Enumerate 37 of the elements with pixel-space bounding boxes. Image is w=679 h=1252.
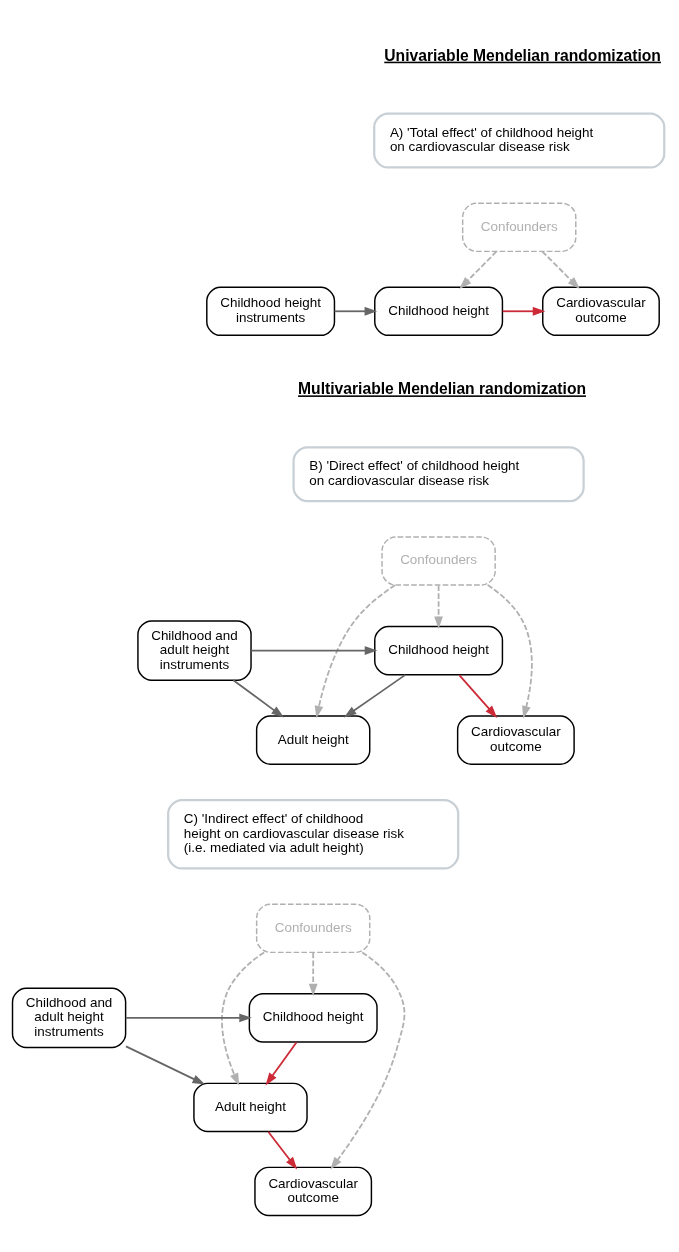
arrow — [458, 673, 498, 718]
arrow — [330, 951, 406, 1169]
arrow — [232, 678, 284, 717]
node-box: Childhood height — [248, 992, 378, 1043]
node-box: Childhood height — [374, 285, 504, 336]
arrow — [434, 584, 443, 629]
arrow — [314, 583, 396, 718]
node-box: Cardiovascular outcome — [456, 714, 575, 765]
arrow — [459, 250, 498, 289]
arrow — [125, 1045, 206, 1084]
arrow — [124, 1012, 252, 1022]
node-box: Confounders — [255, 903, 371, 953]
arrow — [221, 951, 266, 1086]
arrow — [541, 250, 580, 289]
node-box: Childhood height — [374, 625, 504, 675]
arrow — [265, 1041, 298, 1085]
node-box: Confounders — [381, 535, 496, 586]
node-box: A) 'Total effect' of childhood height on cardiovascular disease risk — [373, 112, 666, 168]
arrow — [308, 951, 318, 996]
arrow — [250, 645, 378, 655]
node-box: C) 'Indirect effect' of childhood height on cardiovascular disease risk (i.e. mediated via adult height) — [167, 798, 460, 869]
label: Multivariable Mendelian randomization — [298, 379, 587, 397]
arrow — [486, 583, 533, 718]
node-box: Cardiovascular outcome — [542, 285, 660, 336]
node-box: Confounders — [461, 202, 577, 252]
node-box: Childhood and adult height instruments — [137, 619, 252, 681]
node-box: Cardiovascular outcome — [254, 1166, 373, 1216]
arrow — [267, 1130, 298, 1169]
node-box: B) 'Direct effect' of childhood height on cardiovascular disease risk — [292, 445, 585, 502]
label: Univariable Mendelian randomization — [384, 46, 661, 64]
arrow — [501, 306, 546, 316]
node-box: Adult height — [255, 714, 371, 765]
arrow — [333, 306, 378, 316]
node-box: Childhood and adult height instruments — [11, 986, 127, 1048]
node-box: Adult height — [193, 1082, 308, 1132]
node-box: Childhood height instruments — [206, 285, 336, 336]
arrow — [343, 673, 407, 718]
